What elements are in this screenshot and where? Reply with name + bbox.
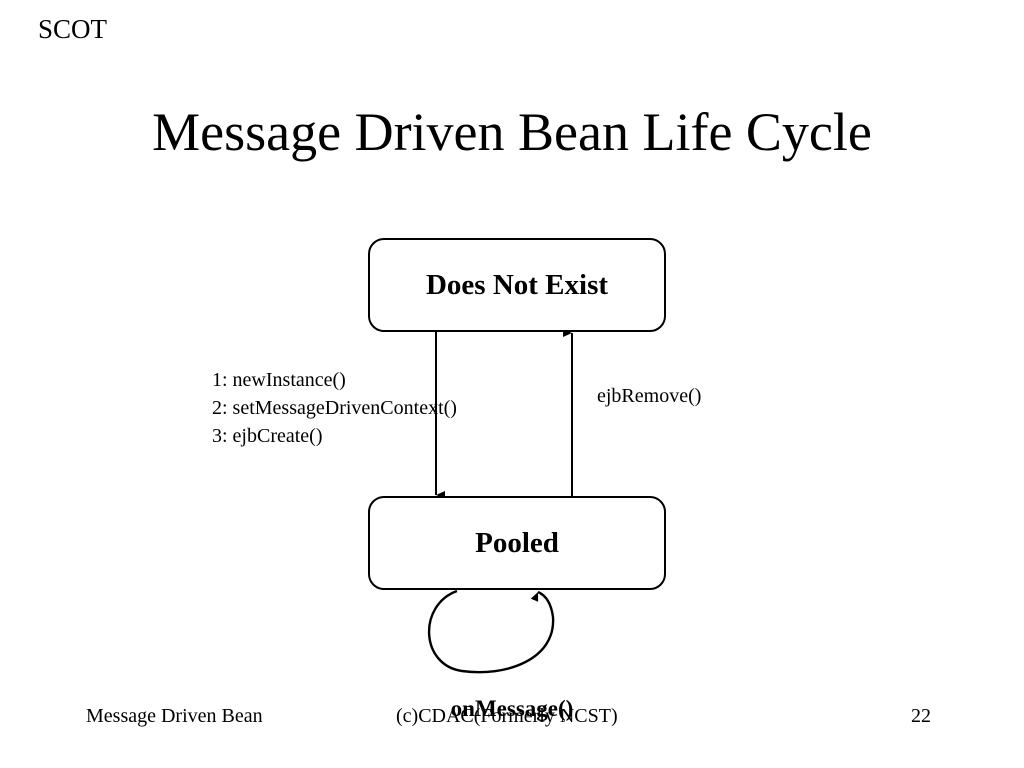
transition-step-1: 1: newInstance() bbox=[212, 369, 346, 391]
state-box-does-not-exist: Does Not Exist bbox=[368, 238, 666, 332]
state-label-pooled: Pooled bbox=[475, 527, 559, 559]
transition-label-ejb-remove: ejbRemove() bbox=[597, 385, 702, 407]
slide-footer: Message Driven Bean (c)CDAC(Formerly NCS… bbox=[0, 703, 1024, 733]
transition-label-on-message: onMessage() bbox=[450, 696, 574, 721]
slide-header-label: SCOT bbox=[38, 14, 108, 44]
state-box-pooled: Pooled bbox=[368, 496, 666, 590]
state-label-does-not-exist: Does Not Exist bbox=[425, 269, 609, 301]
footer-page-number: 22 bbox=[911, 705, 931, 727]
transition-arrow-on-message bbox=[427, 589, 555, 674]
page-title: Message Driven Bean Life Cycle bbox=[152, 102, 872, 162]
transition-step-2: 2: setMessageDrivenContext() bbox=[212, 397, 457, 419]
transition-step-3: 3: ejbCreate() bbox=[212, 425, 323, 447]
footer-center-text: (c)CDAC(Formerly NCST) bbox=[396, 705, 618, 727]
transition-label-create-steps: 1: newInstance() 2: setMessageDrivenCont… bbox=[212, 366, 457, 450]
footer-left-text: Message Driven Bean bbox=[86, 705, 263, 727]
